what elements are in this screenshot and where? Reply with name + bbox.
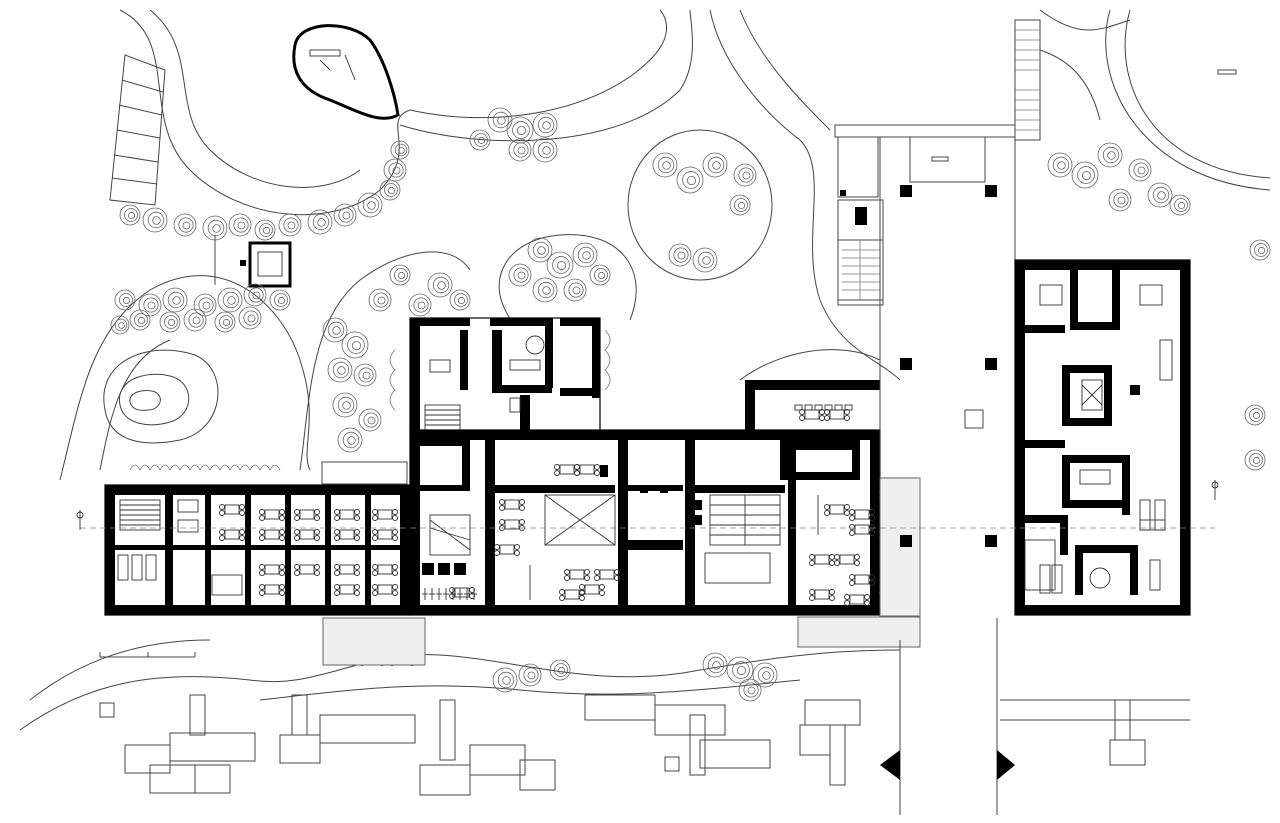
kiosk — [214, 235, 292, 288]
south-outbuildings — [99, 694, 1146, 796]
tree-clusters — [110, 107, 1271, 702]
north-annex — [409, 317, 601, 435]
north-steps — [1014, 19, 1237, 141]
east-pavilion — [1014, 259, 1191, 616]
gateway — [834, 124, 1016, 815]
lawn-islands — [103, 129, 773, 444]
teardrop-pavilion — [292, 24, 400, 120]
parking-bays — [109, 54, 166, 206]
facade-shrubs — [129, 329, 611, 485]
main-building — [409, 380, 881, 616]
axis-and-scale — [76, 480, 1219, 658]
west-terrace — [322, 617, 426, 666]
west-wing — [104, 484, 411, 616]
